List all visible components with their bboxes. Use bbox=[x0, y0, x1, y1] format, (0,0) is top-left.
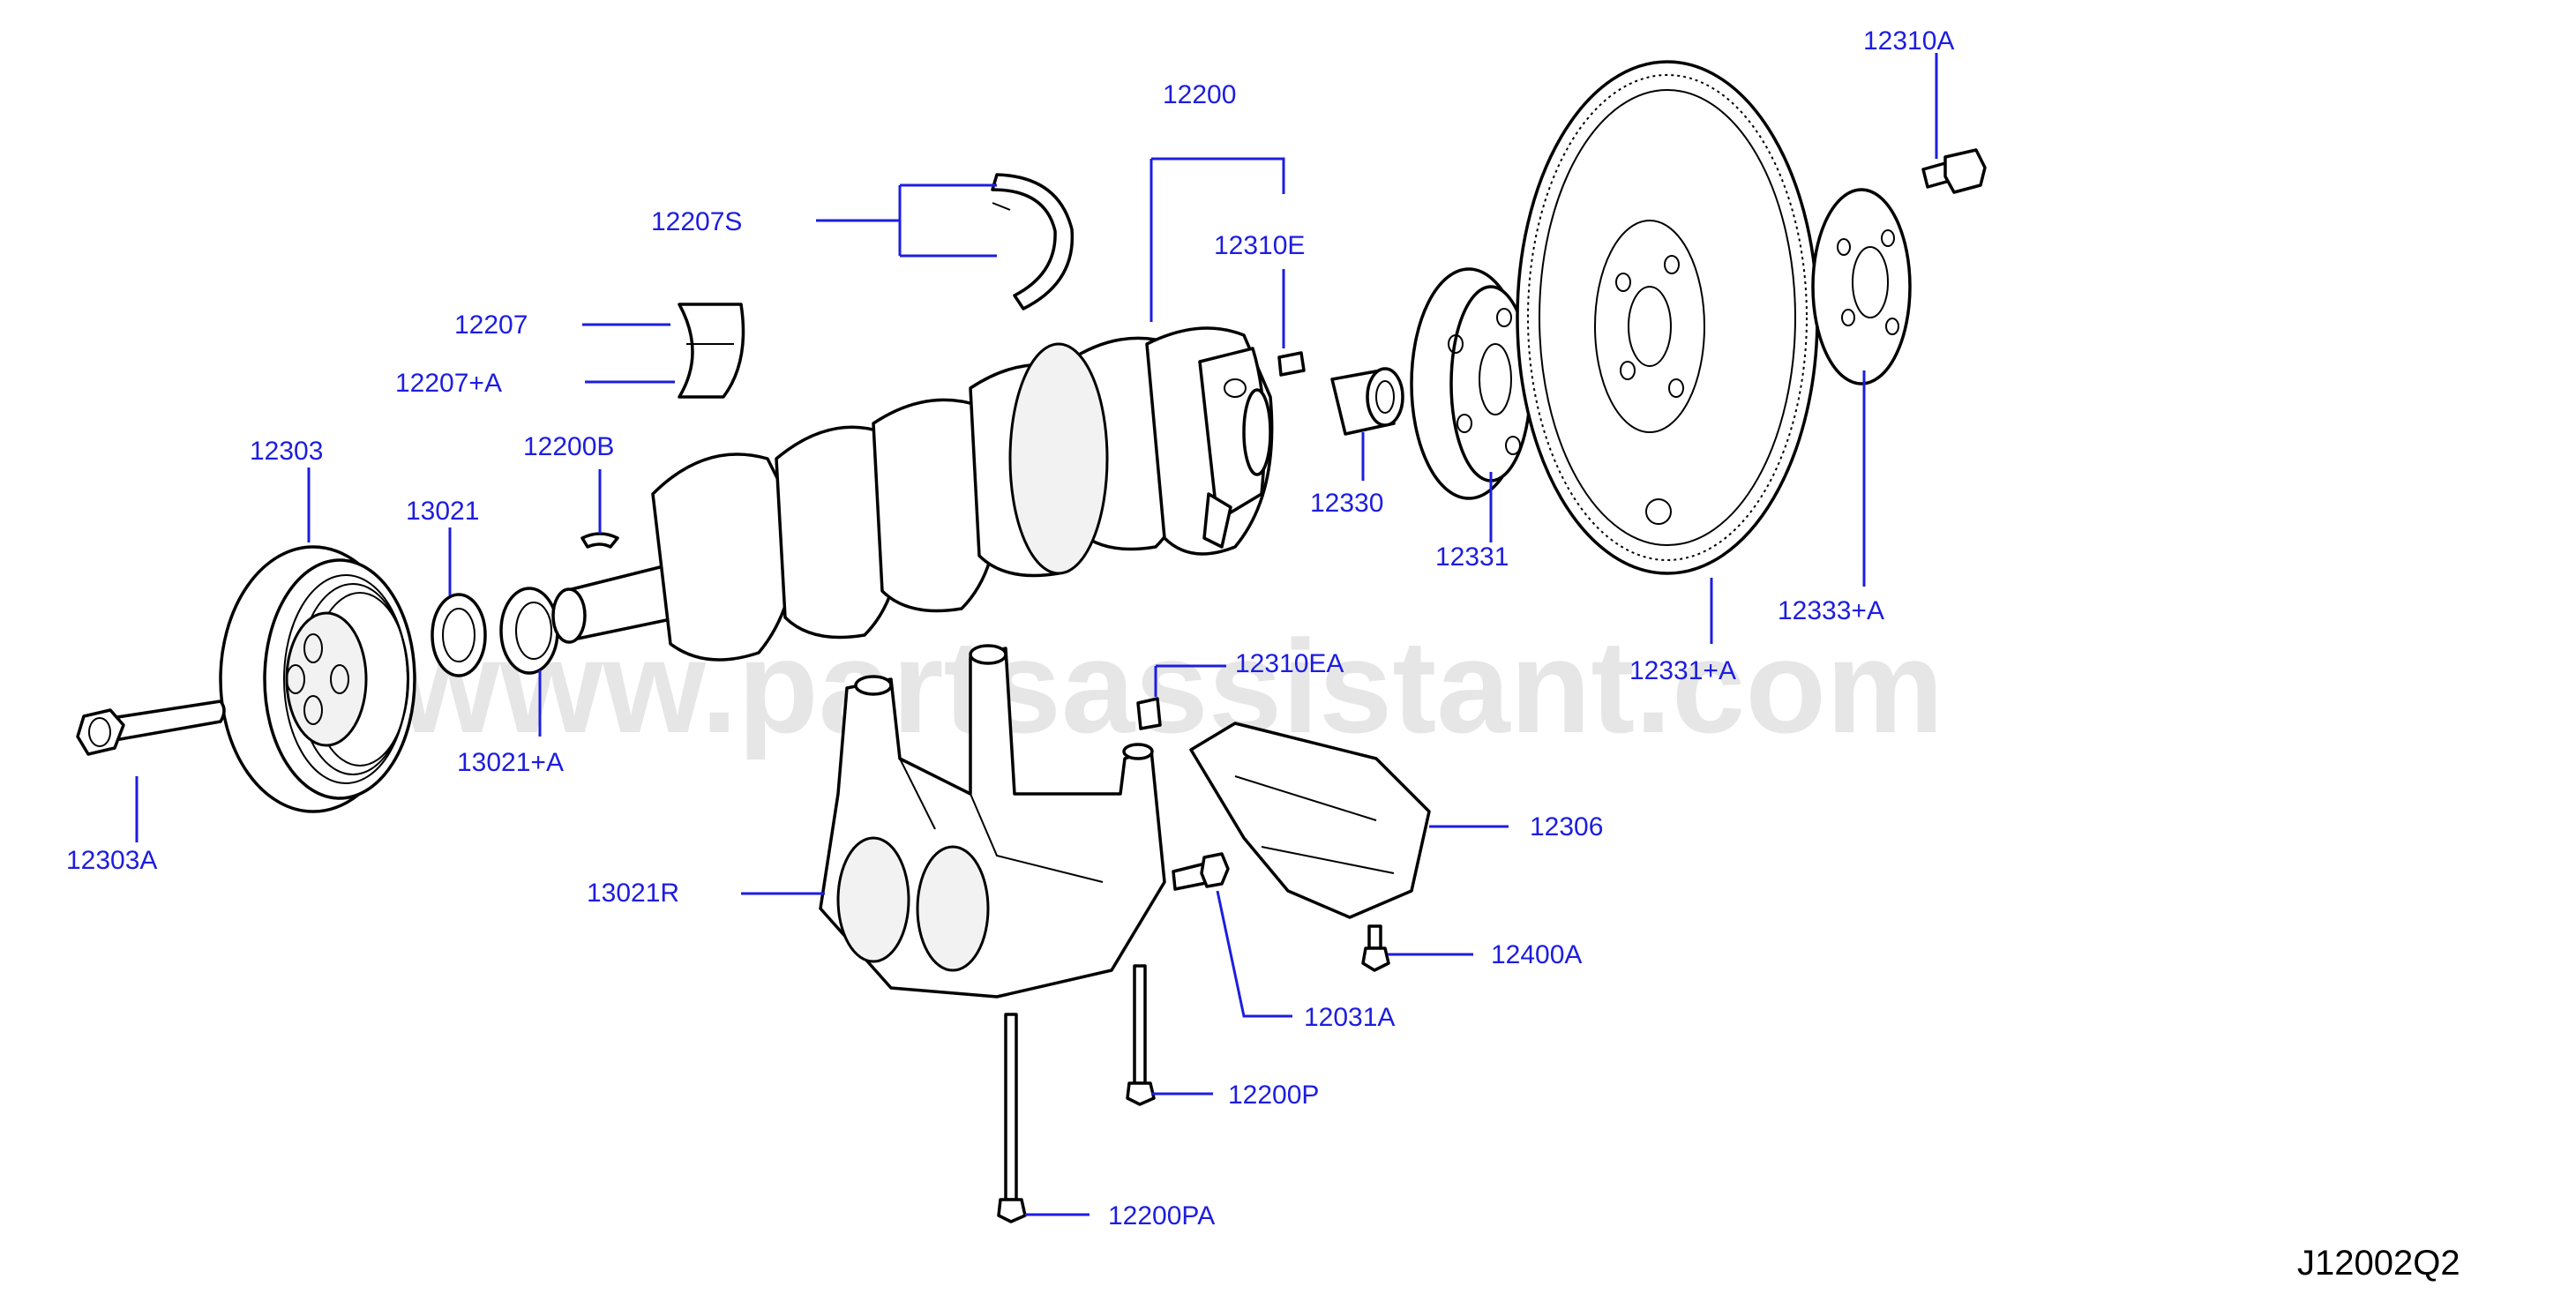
callout-12331A: 12331+A bbox=[1629, 656, 1736, 685]
callout-12306: 12306 bbox=[1530, 812, 1604, 842]
callout-12310A: 12310A bbox=[1863, 26, 1955, 56]
main-bearings bbox=[678, 303, 745, 399]
leader-lines bbox=[135, 53, 1938, 1216]
callout-12331: 12331 bbox=[1435, 542, 1509, 572]
callout-12303A: 12303A bbox=[66, 846, 158, 875]
collar bbox=[1136, 697, 1162, 730]
callout-13021A: 13021+A bbox=[457, 748, 564, 777]
watermark: www.partsassistant.com bbox=[396, 612, 1943, 760]
dowel-pin bbox=[1277, 351, 1306, 377]
callout-12207S: 12207S bbox=[651, 207, 743, 236]
balancer-unit bbox=[819, 644, 1166, 999]
callout-12400A: 12400A bbox=[1491, 940, 1583, 969]
callout-12200P: 12200P bbox=[1228, 1081, 1320, 1110]
flywheel bbox=[1516, 60, 1819, 575]
callout-12330: 12330 bbox=[1310, 489, 1384, 518]
crank-sprocket bbox=[431, 587, 559, 677]
callout-12333A: 12333+A bbox=[1778, 596, 1884, 625]
callout-13021R: 13021R bbox=[587, 879, 680, 908]
callout-12310E: 12310E bbox=[1214, 231, 1306, 260]
diagram-code: J12002Q2 bbox=[2297, 1244, 2460, 1283]
block-bolt bbox=[1361, 924, 1390, 972]
balancer-bolt bbox=[1172, 852, 1230, 891]
pilot-bushing bbox=[1330, 367, 1404, 436]
callout-12200: 12200 bbox=[1163, 80, 1237, 109]
callout-12031A: 12031A bbox=[1304, 1003, 1396, 1032]
crankshaft bbox=[551, 326, 1274, 662]
callout-12200B: 12200B bbox=[523, 432, 615, 461]
balancer-long-bolt bbox=[1126, 964, 1156, 1106]
pulley-bolt bbox=[76, 699, 226, 756]
callout-12207A: 12207+A bbox=[395, 369, 502, 398]
crankshaft-pulley bbox=[219, 545, 416, 813]
flywheel-bolt bbox=[1921, 148, 1987, 194]
callout-12310EA: 12310EA bbox=[1235, 649, 1344, 678]
thrust-washers bbox=[991, 173, 1075, 310]
callout-13021: 13021 bbox=[406, 497, 480, 526]
callout-12207: 12207 bbox=[454, 310, 528, 340]
balancer-longer-bolt bbox=[997, 1013, 1027, 1223]
callout-12200PA: 12200PA bbox=[1108, 1201, 1216, 1230]
flywheel-spacer bbox=[1410, 267, 1532, 500]
reinforcement-plate bbox=[1811, 188, 1912, 385]
woodruff-key bbox=[580, 532, 619, 549]
callout-12303: 12303 bbox=[250, 437, 324, 466]
lower-cylinder-block bbox=[1189, 722, 1431, 919]
